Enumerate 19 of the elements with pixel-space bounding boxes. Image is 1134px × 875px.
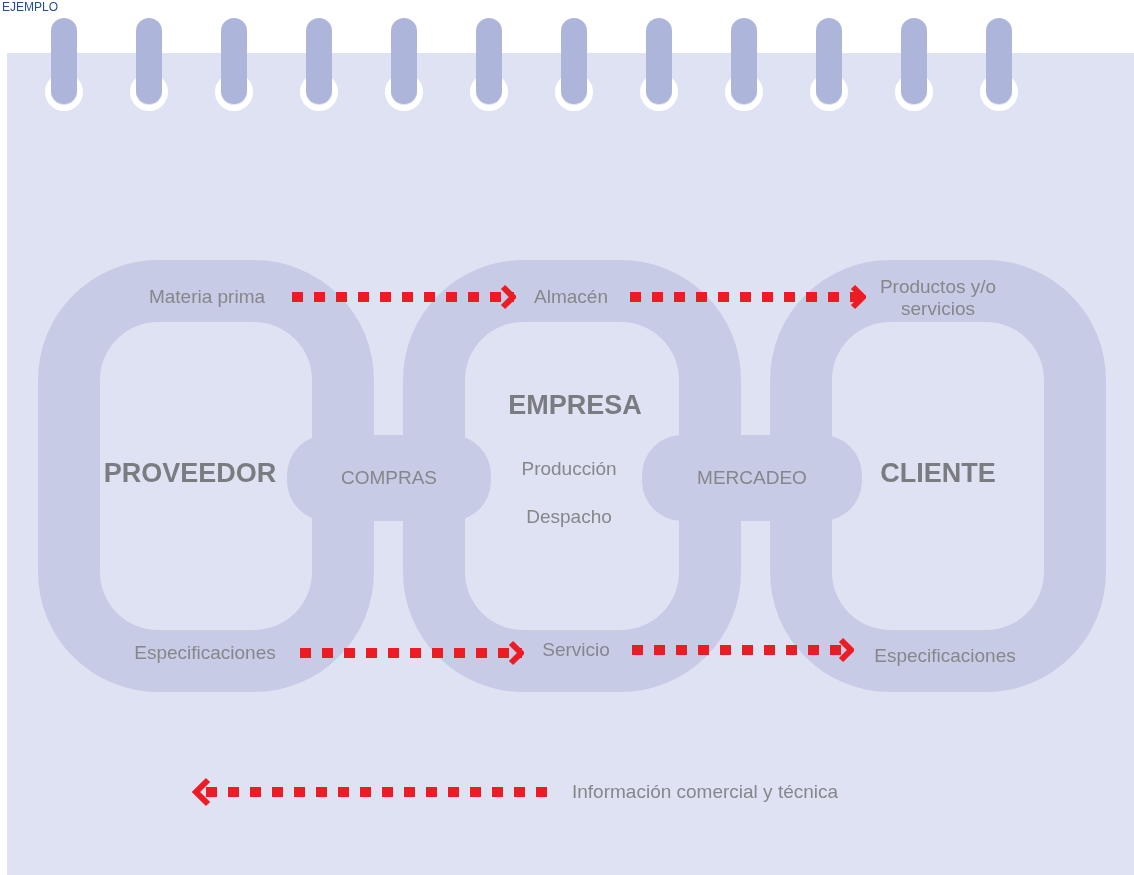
flow-label: Almacén — [518, 284, 624, 310]
dashed-arrow — [292, 284, 516, 310]
heading-text: CLIENTE — [880, 456, 996, 490]
dashed-arrow — [632, 637, 854, 663]
flow-label: Especificaciones — [116, 640, 294, 666]
flow-label: Especificaciones — [856, 643, 1034, 669]
dashed-arrow — [300, 640, 524, 666]
legend-text: Información comercial y técnica — [572, 779, 839, 804]
stage-label: COMPRAS — [340, 465, 438, 490]
flow-label: Servicio — [526, 637, 626, 663]
heading-label: EJEMPLO — [2, 0, 58, 14]
item-text: Producción — [521, 456, 617, 481]
heading-text: PROVEEDOR — [103, 456, 277, 490]
stage-label: MERCADEO — [697, 465, 807, 490]
item-text: Despacho — [526, 504, 612, 529]
flow-label: Productos y/o servicios — [868, 272, 1008, 324]
heading-text: EMPRESA — [508, 388, 642, 422]
dashed-arrow — [630, 284, 866, 310]
flow-label: Materia prima — [128, 284, 286, 310]
